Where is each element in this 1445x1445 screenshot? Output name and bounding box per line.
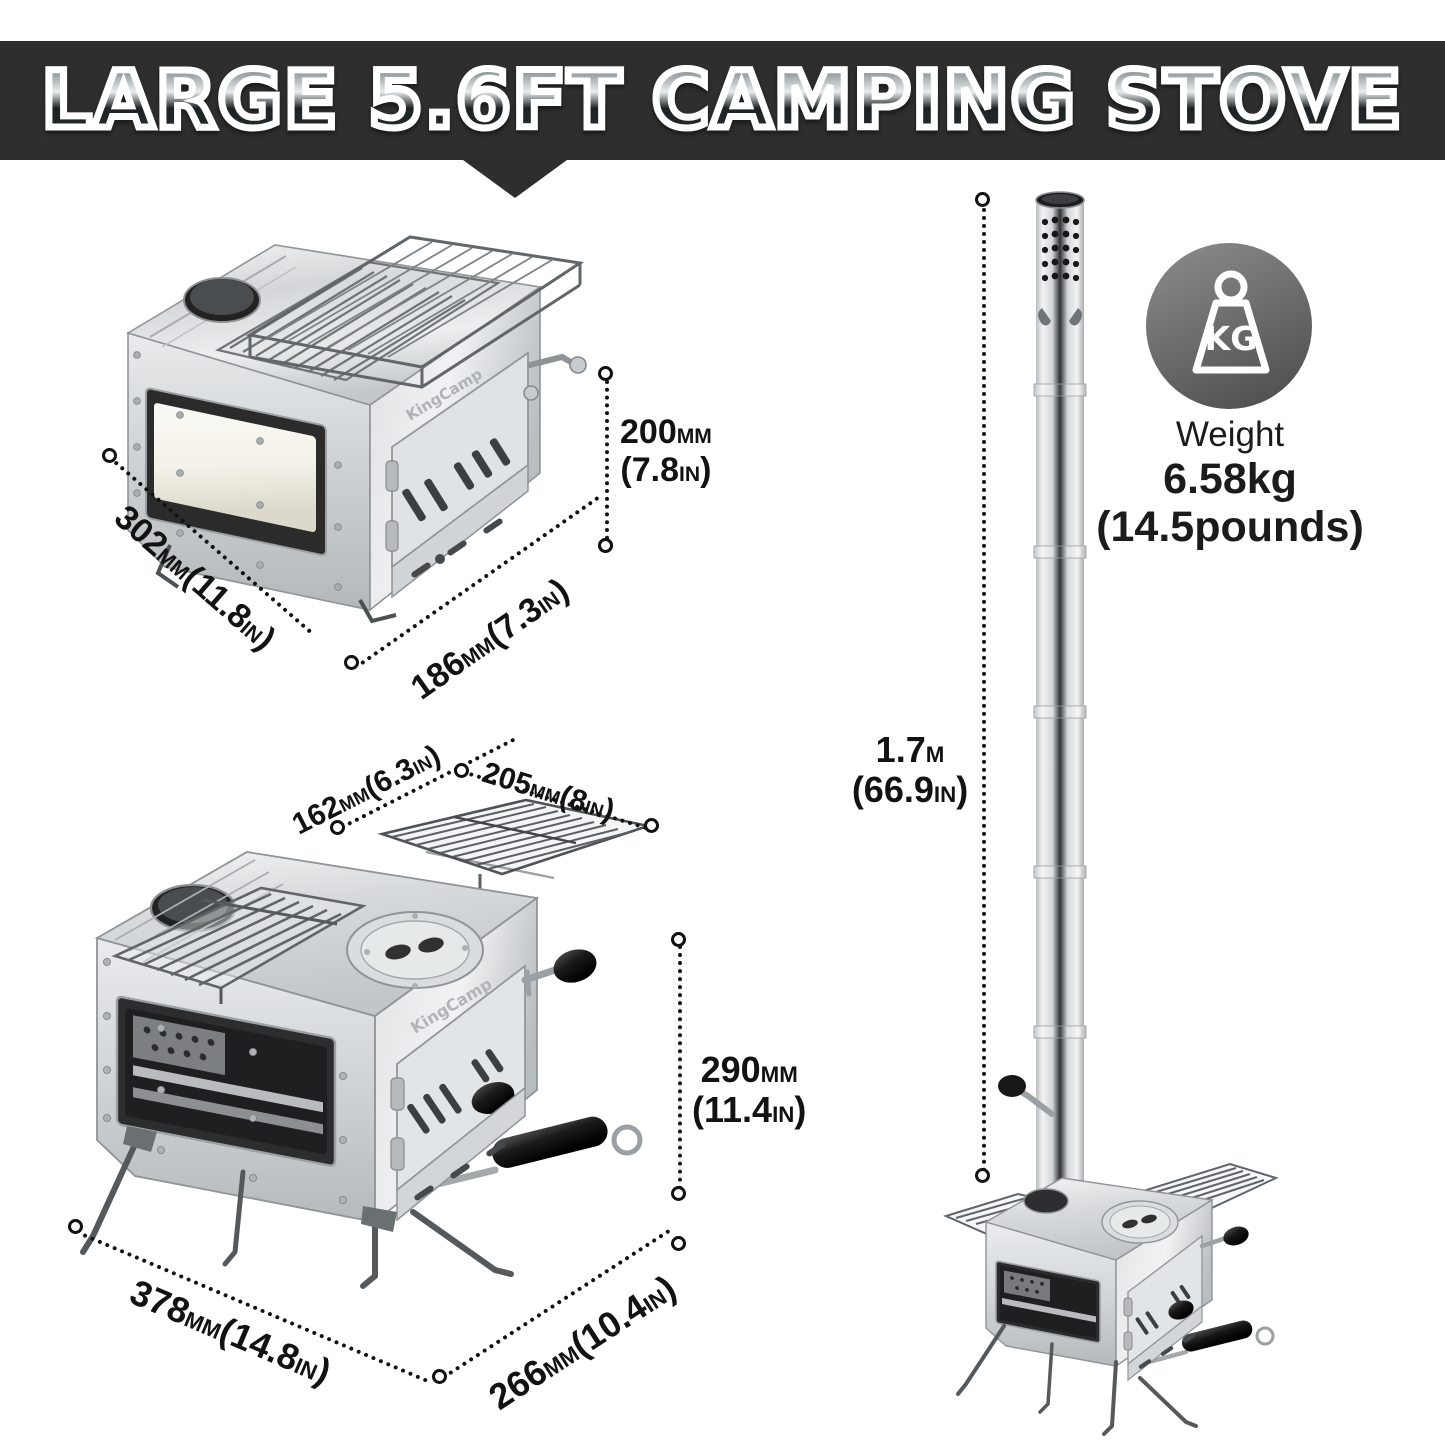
leg-rear-right: [410, 1209, 514, 1277]
dimension-assembled-depth: 378MM(14.8IN): [124, 1271, 338, 1393]
burner-plate: [346, 911, 484, 989]
title-banner: [0, 41, 1445, 160]
chimney-stove-door: [1123, 1234, 1203, 1366]
spark-arrestor-holes: [1041, 216, 1080, 282]
damper-knob-upper: [521, 949, 597, 997]
dimline-folded-width: [360, 495, 600, 666]
dimension-chimney-height: 1.7M (66.9IN): [851, 729, 969, 811]
page-title: LARGE 5.6FT CAMPING STOVE: [0, 41, 1445, 160]
chimney-stove-svg: [943, 1162, 1279, 1436]
dimmarker-assembled-height-bottom: [671, 1186, 686, 1201]
stove-legs: [80, 1137, 514, 1289]
assembled-stove-svg: KingCamp: [80, 851, 643, 1289]
dimmarker-rack-depth-end: [454, 763, 469, 778]
chimney-stove-legs: [956, 1324, 1198, 1436]
chimney-pipe-image: [1028, 186, 1094, 1216]
dimmarker-chimney-bottom: [975, 1168, 990, 1183]
top-grill-grate: [215, 260, 502, 382]
dimension-assembled-height: 290MM (11.4IN): [692, 1049, 807, 1131]
kg-weight-icon: KG: [1186, 270, 1276, 382]
weight-label: Weight: [1175, 415, 1285, 454]
folded-legs: [155, 544, 397, 624]
dimmarker-rack-width-end: [644, 818, 659, 833]
dimmarker-folded-height-top: [598, 366, 613, 381]
wire-rack-frame: [245, 235, 585, 389]
assembled-stove-image: KingCamp: [75, 840, 675, 1290]
dimmarker-assembled-depth-start: [68, 1219, 83, 1234]
folded-stove-svg: KingCamp: [126, 235, 587, 624]
dimmarker-assembled-depth-end: [432, 1369, 447, 1384]
chimney-collar: [1023, 1188, 1069, 1214]
dimmarker-folded-depth-start: [102, 448, 117, 463]
dimline-folded-height: [605, 380, 609, 540]
chimney-pipe-svg: [1033, 191, 1087, 1210]
page-title-text: LARGE 5.6FT CAMPING STOVE: [38, 52, 1405, 149]
dimmarker-assembled-height-top: [671, 932, 686, 947]
weight-badge-text: Weight 6.58kg (14.5pounds): [1070, 415, 1390, 552]
dimmarker-chimney-top: [975, 192, 990, 207]
dimline-assembled-height: [678, 945, 682, 1190]
leg-front-right: [360, 1215, 378, 1289]
dimline-assembled-width: [448, 1228, 671, 1376]
dimmarker-rack-depth-start: [330, 820, 345, 835]
kg-icon-label: KG: [1205, 319, 1258, 358]
dimline-rack-width: [468, 772, 648, 831]
stove-door-assembled: [390, 964, 526, 1192]
leg-front-left: [80, 1137, 140, 1255]
weight-value-pounds: (14.5pounds): [1096, 503, 1364, 552]
dimmarker-assembled-width-end: [671, 1236, 686, 1251]
chimney-stove-base-image: [940, 1130, 1280, 1440]
weight-value-kg: 6.58kg: [1163, 455, 1297, 504]
dimension-folded-height: 200MM (7.8IN): [620, 413, 712, 490]
chimney-damper-knob: [990, 1070, 1070, 1140]
folded-stove-image: KingCamp: [110, 215, 610, 635]
dimension-assembled-width: 266MM(10.4IN): [481, 1266, 683, 1418]
stove-door: [385, 351, 587, 569]
leg-rear-left: [222, 1169, 246, 1267]
dimline-assembled-depth: [82, 1233, 429, 1383]
banner-notch-arrow: [463, 160, 567, 198]
dimline-chimney-height: [982, 208, 986, 1173]
dimmarker-folded-depth-end: [344, 655, 359, 670]
dimmarker-folded-width-end: [598, 538, 613, 553]
